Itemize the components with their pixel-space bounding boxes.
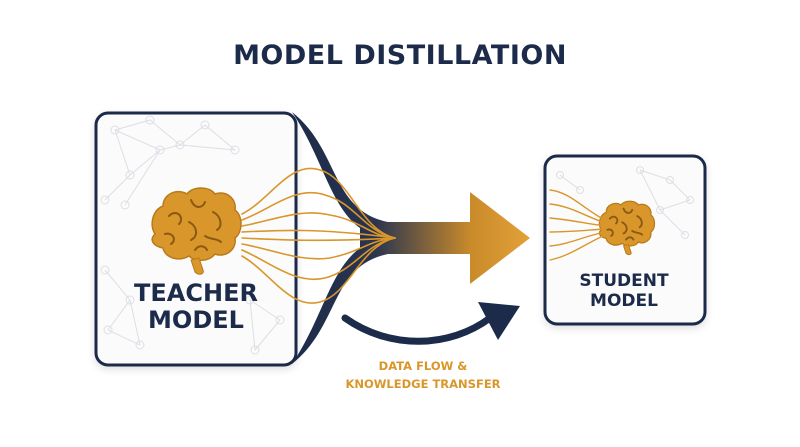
teacher-flow-lines — [241, 167, 396, 304]
student-model-label: STUDENT MODEL — [579, 271, 669, 311]
teacher-model-label: TEACHER MODEL — [134, 279, 258, 334]
data-flow-label: DATA FLOW & KNOWLEDGE TRANSFER — [345, 359, 501, 391]
student-brain-icon — [598, 200, 656, 256]
neural-network-pattern-icon — [556, 166, 694, 239]
neural-network-pattern-icon — [100, 115, 285, 355]
diagram-title: MODEL DISTILLATION — [233, 40, 567, 71]
knowledge-flow-arrow — [292, 112, 530, 364]
student-flow-lines — [549, 189, 606, 261]
transfer-arrow-icon — [341, 302, 520, 345]
teacher-brain-icon — [151, 187, 242, 275]
